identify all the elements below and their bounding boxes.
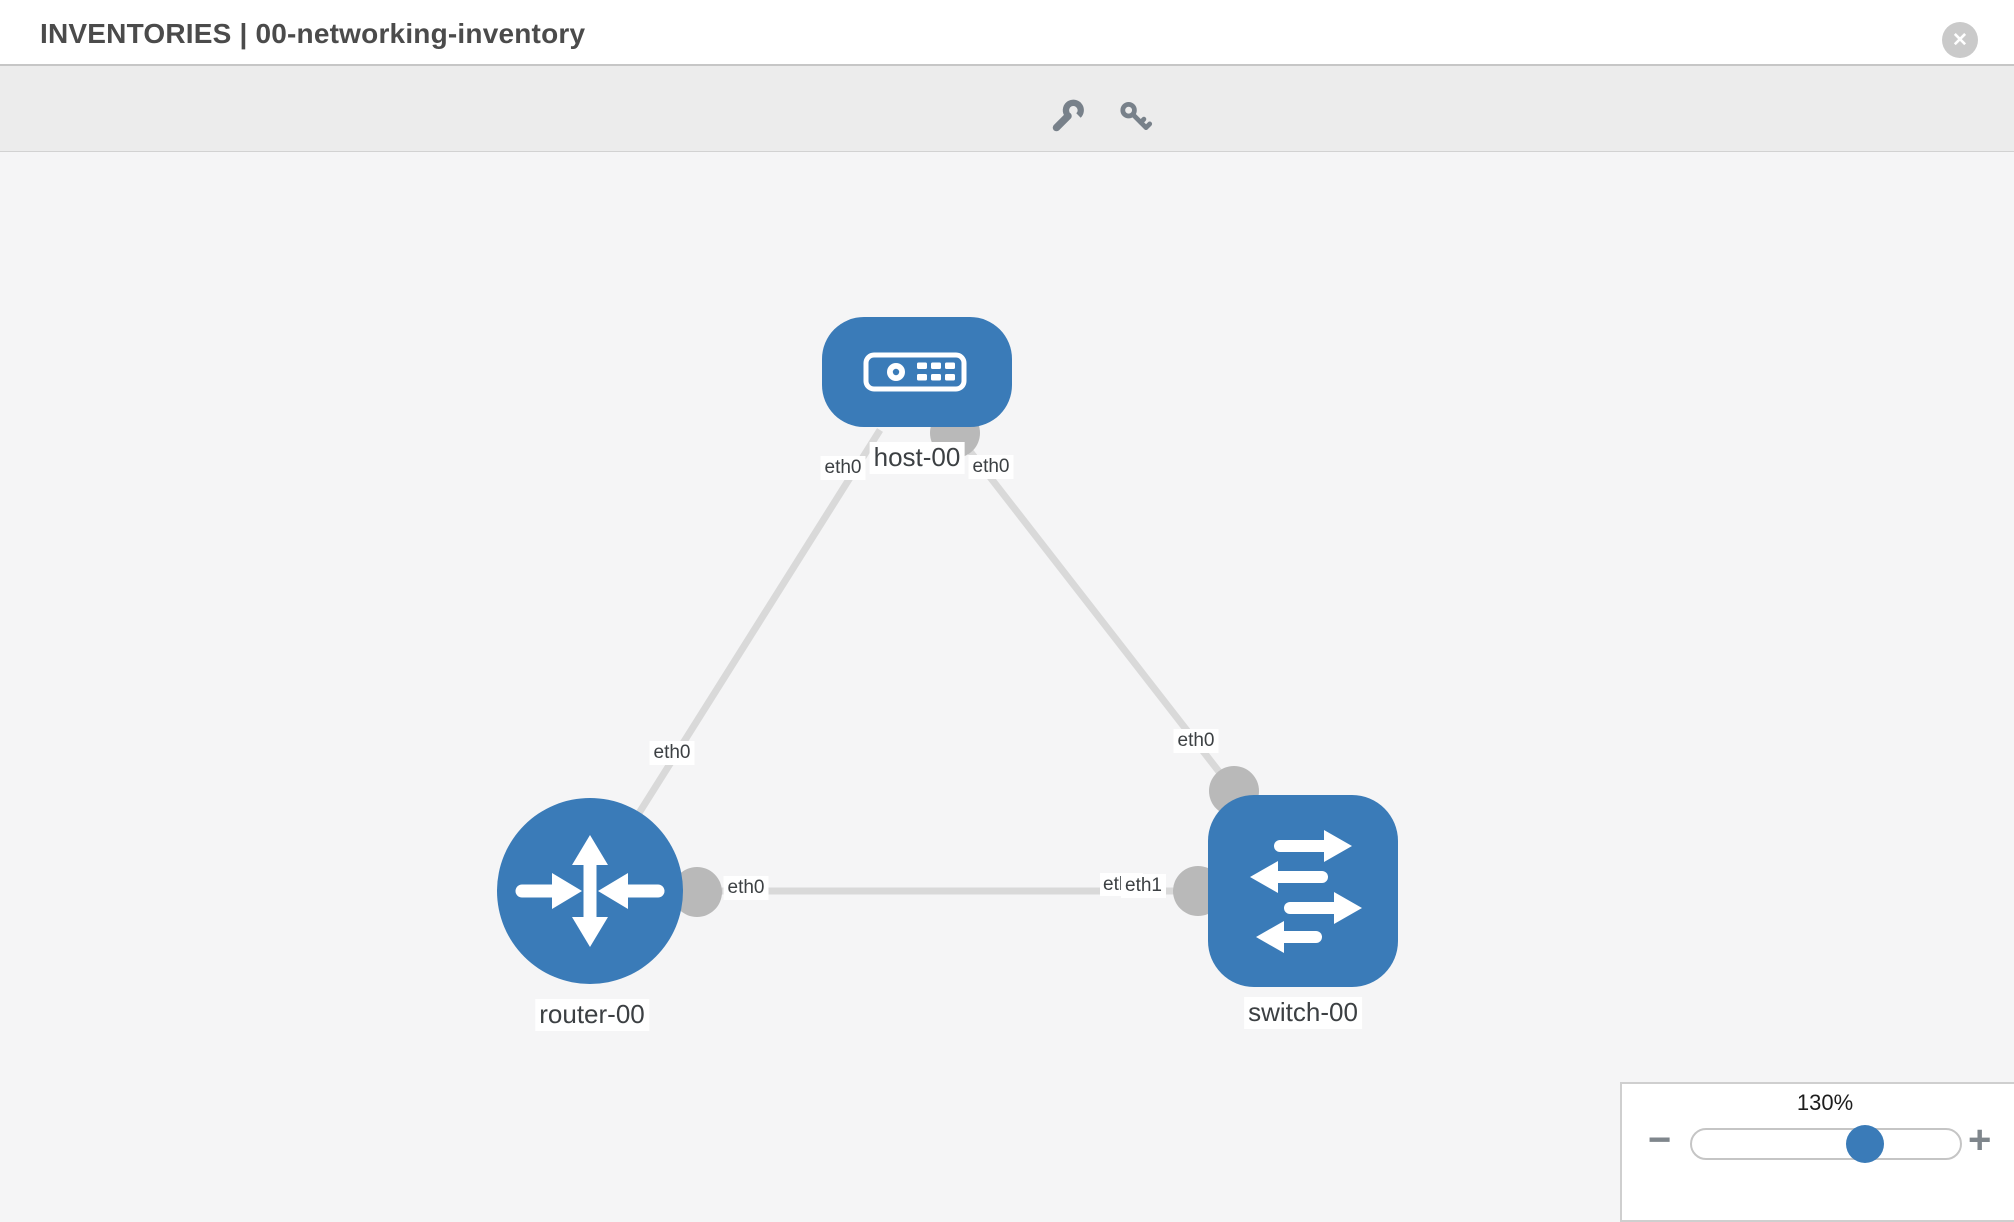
interface-circle-router-eth0[interactable]	[672, 867, 722, 917]
node-label-switch: switch-00	[1244, 997, 1362, 1029]
close-icon: ✕	[1952, 29, 1968, 51]
interface-label-host-left: eth0	[820, 456, 866, 480]
interface-label-router-uplink: eth0	[649, 741, 695, 765]
switch-icon	[1250, 830, 1362, 953]
interface-label-router-right: eth0	[723, 876, 769, 900]
credentials-button[interactable]	[1116, 96, 1156, 136]
wrench-icon	[1052, 99, 1084, 132]
interface-label-host-right: eth0	[968, 455, 1014, 479]
header: INVENTORIES | 00-networking-inventory ✕	[0, 0, 2014, 64]
interface-circles	[672, 408, 1259, 917]
interface-label-switch-left: eth1	[1121, 874, 1166, 898]
node-label-host: host-00	[869, 442, 965, 474]
interface-label-switch-left-group: eth0 eth1	[1100, 873, 1166, 898]
toolbar	[0, 64, 2014, 152]
zoom-level-readout: 130%	[1796, 1090, 1854, 1115]
router-icon	[515, 835, 665, 947]
zoom-in-button[interactable]: +	[1968, 1118, 1992, 1162]
zoom-control-panel: 130% − +	[1620, 1082, 2014, 1222]
node-host[interactable]	[822, 317, 1012, 427]
key-icon	[1120, 102, 1153, 130]
page-title: INVENTORIES | 00-networking-inventory	[40, 18, 586, 49]
interface-label-switch-uplink: eth0	[1173, 729, 1219, 753]
host-icon	[863, 352, 967, 392]
zoom-slider-thumb[interactable]	[1846, 1125, 1884, 1163]
zoom-slider-track[interactable]	[1690, 1128, 1962, 1160]
close-button[interactable]: ✕	[1942, 22, 1978, 58]
node-label-router: router-00	[535, 999, 649, 1031]
topology-links	[587, 428, 1303, 895]
configure-tools-button[interactable]	[1047, 96, 1087, 136]
node-router[interactable]	[497, 798, 683, 984]
zoom-out-button[interactable]: −	[1648, 1118, 1672, 1162]
node-switch[interactable]	[1208, 795, 1398, 987]
